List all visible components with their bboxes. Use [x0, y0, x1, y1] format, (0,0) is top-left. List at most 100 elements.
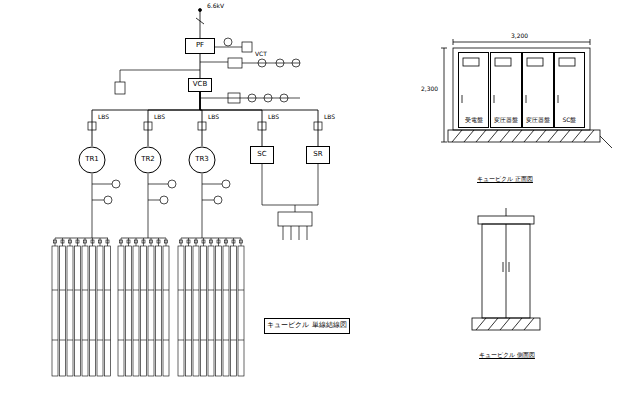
feeder-column	[201, 290, 207, 291]
feeder-column	[77, 238, 78, 246]
front-view	[441, 142, 447, 143]
front-view	[453, 48, 590, 130]
feeder-column	[166, 238, 167, 246]
transformer-secondaries	[160, 196, 168, 204]
bus-connector	[200, 54, 201, 78]
feeder-column	[92, 238, 93, 246]
transformer-secondaries	[262, 164, 263, 205]
feeder-column	[151, 238, 152, 246]
feeder-column	[210, 240, 213, 243]
front-view	[559, 58, 575, 66]
transformer-symbol: TR2	[134, 146, 162, 174]
feeder-column	[156, 290, 162, 291]
callout-label: VCT	[254, 51, 268, 58]
transformer-secondaries	[214, 196, 222, 204]
transformer-secondaries	[222, 180, 230, 188]
feeder-column	[148, 246, 154, 376]
bus-connector	[200, 92, 262, 146]
feeder-column	[226, 238, 227, 246]
feeder-column	[52, 340, 58, 341]
panel-door: 受電盤	[458, 52, 489, 128]
feeder-column	[85, 238, 86, 246]
reactor-box: SR	[306, 146, 330, 164]
feeder-column	[106, 240, 109, 243]
feeder-column	[141, 290, 147, 291]
feeder-column	[208, 340, 214, 341]
lbs-switches	[88, 122, 322, 130]
side-view	[506, 208, 507, 216]
side-view	[503, 262, 504, 272]
side-view	[476, 318, 534, 330]
bus-connector	[148, 92, 200, 146]
transformer-secondaries	[262, 205, 318, 206]
feeder-column	[76, 240, 79, 243]
feeder-column	[238, 340, 244, 341]
feeder-column	[133, 246, 139, 376]
feeder-column	[127, 240, 130, 243]
feeder-column	[60, 290, 66, 291]
node-label: SC盤	[562, 117, 578, 124]
front-view	[448, 130, 600, 142]
bus-connector	[200, 92, 318, 146]
feeder-column	[99, 240, 102, 243]
feeder-column	[216, 246, 222, 376]
feeder-column	[133, 340, 139, 341]
front-view	[527, 58, 543, 66]
feeder-column	[231, 246, 237, 376]
feeder-column	[52, 290, 58, 291]
feeder-column	[217, 240, 220, 243]
transformer-secondaries	[291, 226, 292, 240]
feeder-column	[105, 246, 111, 376]
feeder-column	[223, 290, 229, 291]
front-view	[441, 48, 447, 49]
feeder-column	[61, 240, 64, 243]
caption-box: キュービクル 単線結線図	[264, 318, 350, 334]
transformer-secondaries	[112, 180, 120, 188]
node-label: VCB	[193, 81, 207, 89]
metering-branch	[115, 82, 125, 94]
transformer-secondaries	[202, 174, 203, 238]
feeder-column	[128, 238, 129, 246]
node-label: キュービクル 単線結線図	[267, 322, 346, 330]
feeder-column	[231, 290, 237, 291]
callout-label: LBS	[207, 114, 220, 121]
feeder-column	[181, 238, 182, 246]
front-view	[494, 95, 495, 103]
feeder-column	[178, 340, 184, 341]
feeder-column	[52, 246, 58, 376]
incoming-line	[196, 18, 204, 24]
metering-branch	[200, 62, 228, 63]
feeder-column	[90, 246, 96, 376]
feeder-column	[158, 238, 159, 246]
feeder-column	[186, 246, 192, 376]
feeder-column	[118, 290, 124, 291]
feeder-column	[188, 238, 189, 246]
feeder-column	[60, 246, 66, 376]
panel-door: 変圧器盤	[522, 52, 554, 128]
feeder-column	[141, 246, 147, 376]
feeder-column	[54, 240, 57, 243]
feeder-column	[126, 340, 132, 341]
metering-branch	[292, 59, 300, 67]
transformer-secondaries	[295, 205, 296, 212]
feeder-column	[157, 240, 160, 243]
transformer-secondaries	[92, 184, 112, 185]
callout-label: LBS	[153, 114, 166, 121]
callout-label: LBS	[97, 114, 110, 121]
feeder-column	[121, 238, 122, 246]
feeder-column	[82, 290, 88, 291]
callout-label: 6.6kV	[206, 3, 225, 10]
feeder-column	[126, 246, 132, 376]
node-label: 受電盤	[464, 117, 484, 124]
metering-branch	[224, 38, 232, 46]
feeder-column	[241, 238, 242, 246]
feeder-column	[97, 340, 103, 341]
feeder-column	[136, 238, 137, 246]
feeder-column	[231, 340, 237, 341]
feeder-column	[233, 238, 234, 246]
metering-branch	[242, 63, 300, 64]
feeder-column	[120, 240, 123, 243]
node-label: 変圧器盤	[493, 117, 519, 124]
metering-branch	[280, 94, 288, 102]
